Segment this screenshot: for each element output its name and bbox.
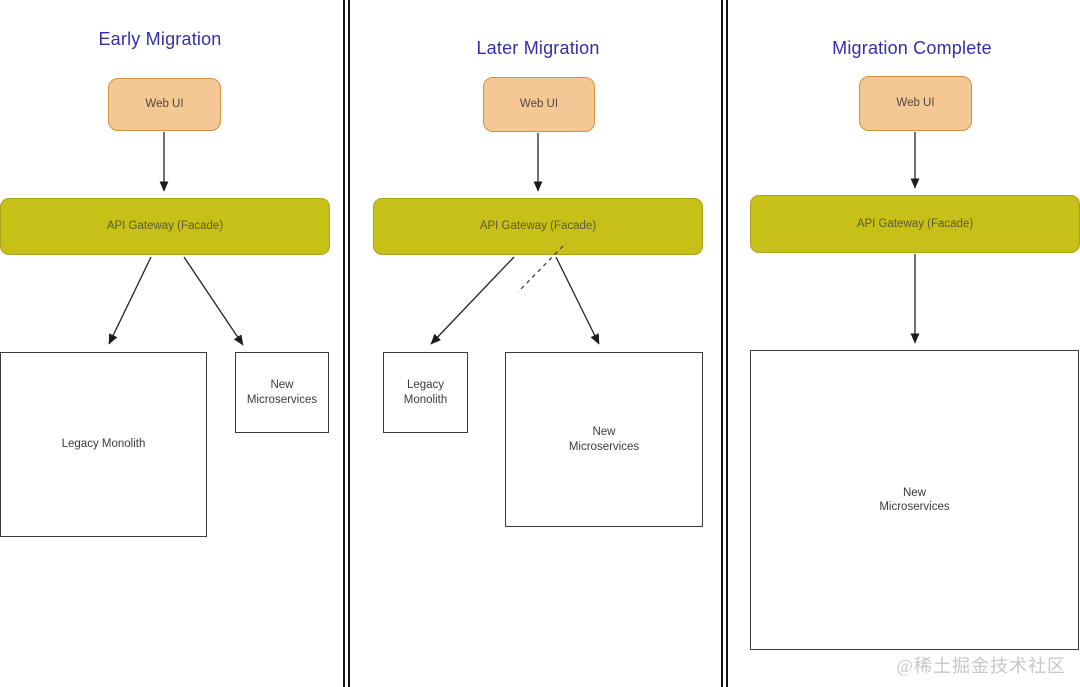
panel3-micro-label: New Microservices: [879, 486, 950, 513]
panel2-gateway-node: API Gateway (Facade): [373, 198, 703, 255]
panel1-gateway-node: API Gateway (Facade): [0, 198, 330, 255]
panel3-new-microservices-node: New Microservices: [750, 350, 1079, 650]
panel1-legacy-label: Legacy Monolith: [61, 438, 146, 451]
panel2-title: Later Migration: [476, 38, 600, 58]
panel3-gateway-node: API Gateway (Facade): [750, 195, 1080, 253]
panel1-arrow-gateway-to-legacy: [108, 256, 152, 345]
panel3-webui-node: Web UI: [859, 76, 972, 131]
panel2-webui-node: Web UI: [483, 77, 595, 132]
panel1-arrow-gateway-to-microservices: [183, 256, 244, 346]
panel1-webui-label: Web UI: [145, 98, 184, 111]
panel2-webui-label: Web UI: [519, 98, 559, 111]
panel1-gateway-label: API Gateway (Facade): [106, 220, 224, 233]
panel2-legacy-label: Legacy Monolith: [403, 379, 448, 406]
panel1-webui-node: Web UI: [108, 78, 221, 131]
panel1-micro-label: New Microservices: [246, 379, 318, 406]
panel3-webui-label: Web UI: [896, 97, 935, 110]
panel2-new-microservices-node: New Microservices: [505, 352, 703, 527]
panel3-gateway-label: API Gateway (Facade): [856, 217, 974, 230]
panel-separator-2: [721, 0, 728, 687]
panel2-gateway-label: API Gateway (Facade): [479, 220, 597, 233]
panel1-new-microservices-node: New Microservices: [235, 352, 329, 433]
panel2-arrow-gateway-to-microservices: [555, 256, 600, 345]
panel2-micro-label: New Microservices: [568, 426, 640, 453]
panel3-title: Migration Complete: [832, 38, 992, 58]
watermark-text: @稀土掘金技术社区: [896, 656, 1066, 676]
panel2-arrow-gateway-to-legacy: [430, 256, 515, 345]
panel2-legacy-monolith-node: Legacy Monolith: [383, 352, 468, 433]
panel-separator-1: [343, 0, 350, 687]
panel1-title: Early Migration: [98, 29, 222, 49]
panel1-legacy-monolith-node: Legacy Monolith: [0, 352, 207, 537]
